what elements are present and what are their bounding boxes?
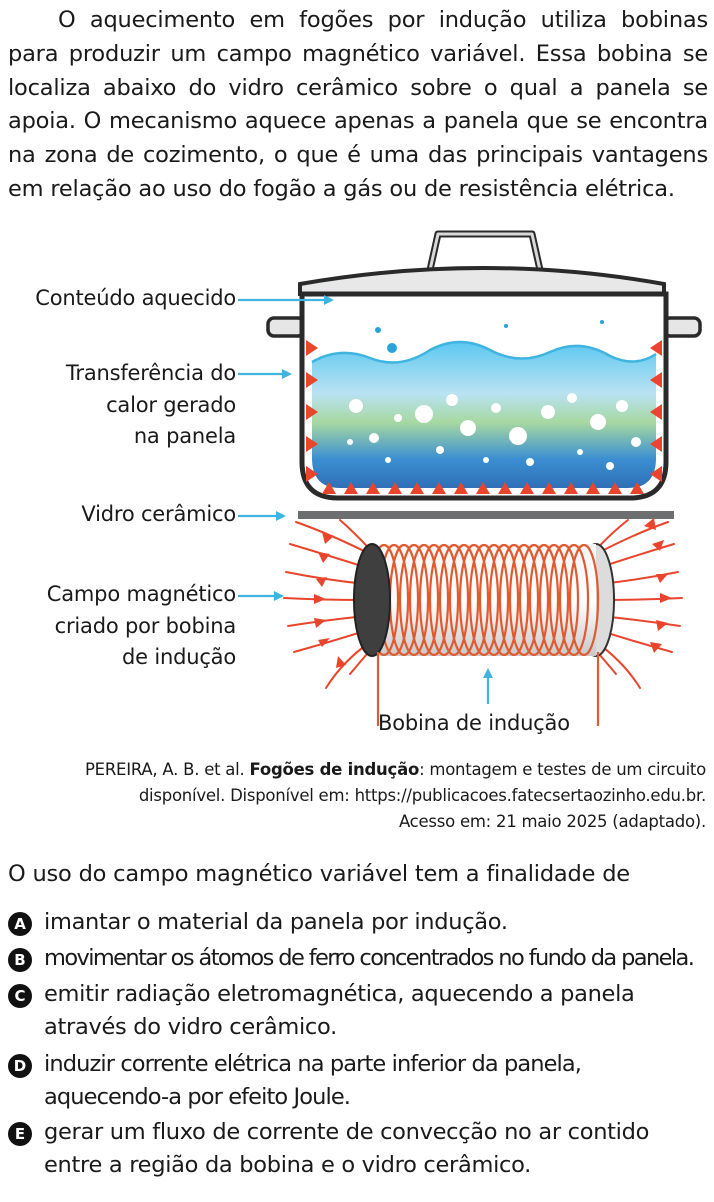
option-d-text: induzir corrente elétrica na parte infer…	[44, 1051, 582, 1110]
source-subtitle: : montagem e testes de um circuito	[419, 760, 706, 779]
label-vidro-ceramico: Vidro cerâmico	[81, 502, 236, 526]
option-d-letter-badge: D	[8, 1054, 32, 1078]
label-conteudo-aquecido: Conteúdo aquecido	[35, 286, 236, 310]
source-title: Fogões de indução	[249, 760, 420, 779]
source-line-3: Acesso em: 21 maio 2025 (adaptado).	[398, 812, 706, 831]
pot-handle-right	[662, 316, 702, 338]
option-c-text: emitir radiação eletromagnética, aquecen…	[44, 981, 635, 1040]
source-line-2: disponível. Disponível em: https://publi…	[138, 786, 706, 805]
intro-paragraph: O aquecimento em fogões por indução util…	[8, 4, 708, 207]
label-campo-magnetico: Campo magnético criado por bobina de ind…	[46, 582, 236, 669]
label-arrows	[238, 295, 493, 704]
pot-lid	[298, 230, 666, 296]
field-arrowheads-right	[644, 518, 672, 653]
option-b-letter-badge: B	[8, 948, 32, 972]
option-a-text: imantar o material da panela por indução…	[44, 909, 508, 935]
induction-coil	[353, 543, 615, 726]
heat-transfer-marks	[306, 340, 662, 494]
induction-diagram-svg	[238, 230, 702, 726]
intro-text: O aquecimento em fogões por indução util…	[8, 7, 708, 202]
label-bobina-inducao: Bobina de indução	[378, 711, 570, 735]
induction-diagram: Conteúdo aquecido Transferência do calor…	[0, 222, 714, 750]
coil-windings	[368, 543, 600, 657]
option-c-letter-badge: C	[8, 984, 32, 1008]
question-stem: O uso do campo magnético variável tem a …	[8, 861, 630, 887]
field-arrowheads-left	[314, 532, 346, 668]
option-b-text: movimentar os átomos de ferro concentrad…	[44, 945, 695, 971]
source-citation: PEREIRA, A. B. et al. Fogões de indução:…	[0, 757, 706, 835]
option-a-letter-badge: A	[8, 912, 32, 936]
water-bubbles	[347, 393, 641, 470]
option-e-letter-badge: E	[8, 1122, 32, 1146]
source-line-1: PEREIRA, A. B. et al. Fogões de indução:…	[0, 757, 706, 783]
ceramic-glass	[298, 511, 674, 519]
steam-dots	[375, 320, 604, 353]
pot-handle-left	[266, 316, 306, 338]
source-author: PEREIRA, A. B. et al.	[84, 760, 250, 779]
option-e-text: gerar um fluxo de corrente de convecção …	[44, 1119, 650, 1178]
label-transferencia-calor: Transferência do calor gerado na panela	[65, 361, 236, 448]
